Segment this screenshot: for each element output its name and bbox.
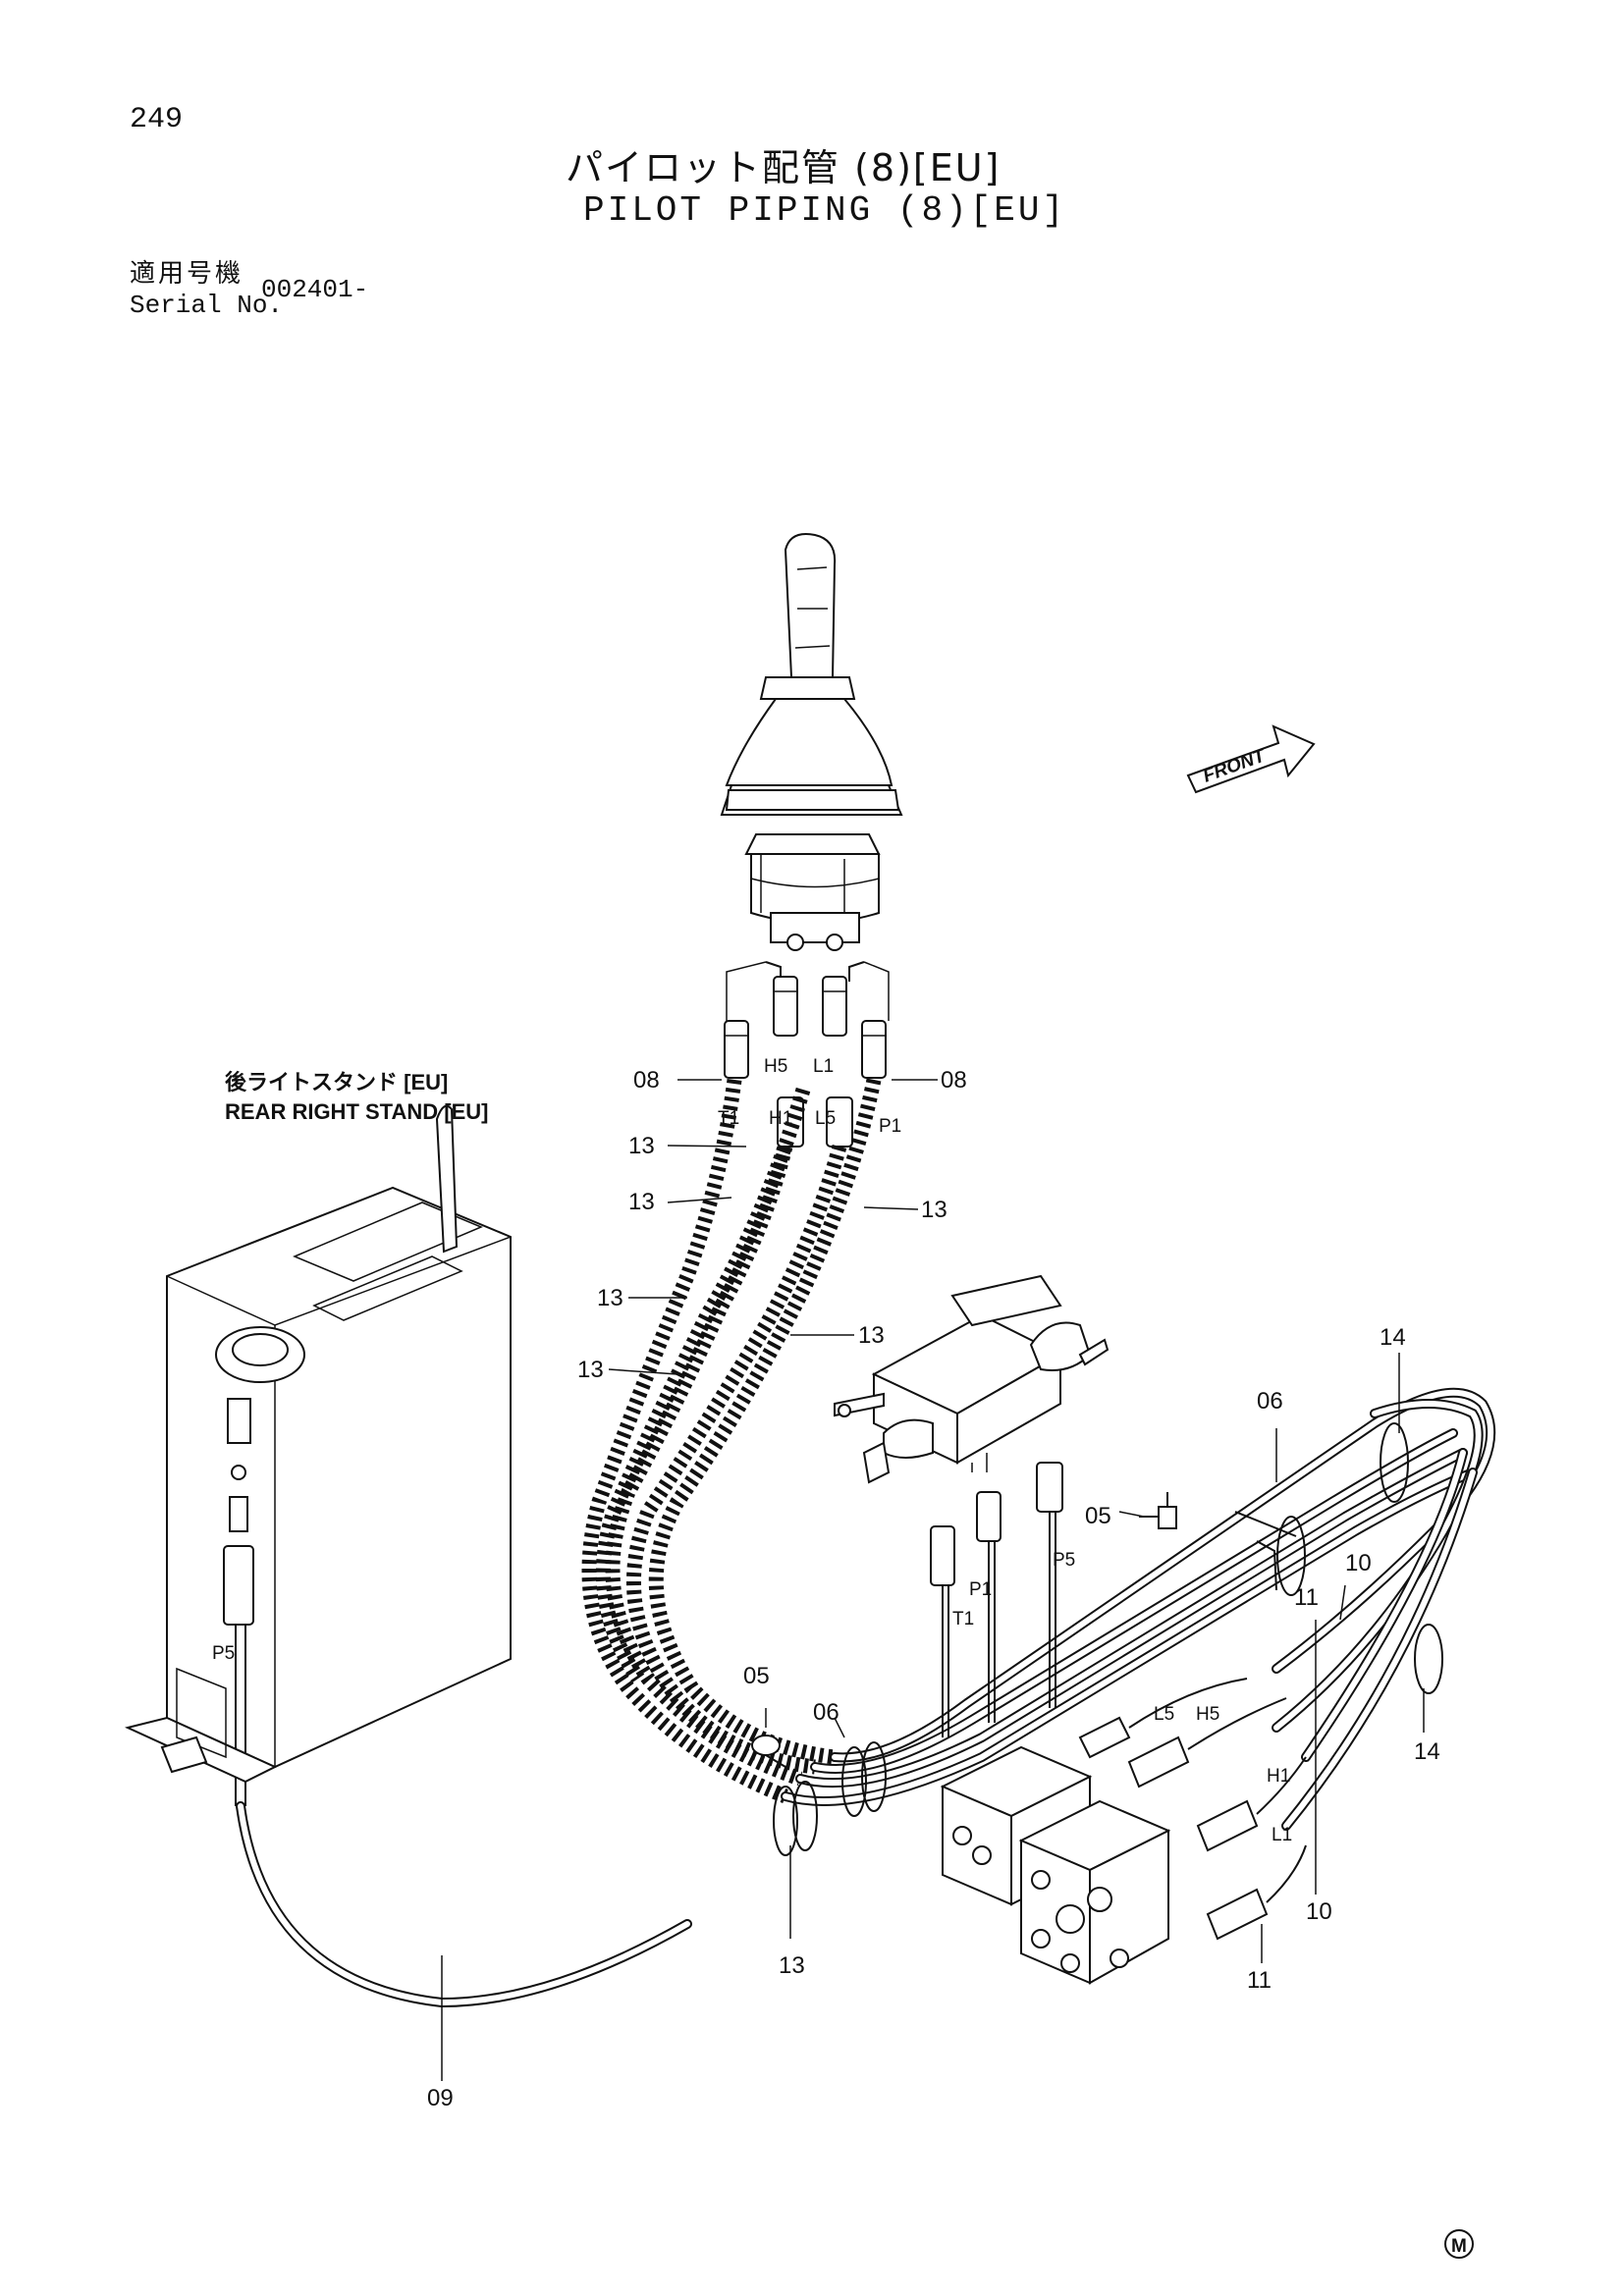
part-label-06: 06 bbox=[813, 1699, 839, 1726]
maker-mark-letter: M bbox=[1451, 2236, 1467, 2257]
shuttle-valve-fittings bbox=[930, 1462, 1063, 1737]
part-label-05: 05 bbox=[743, 1663, 770, 1689]
serial-number-value: 002401- bbox=[261, 275, 369, 304]
port-label-p1: P1 bbox=[879, 1116, 901, 1137]
part-label-13: 13 bbox=[779, 1952, 805, 1979]
part-label-13: 13 bbox=[858, 1322, 885, 1349]
page-number: 249 bbox=[130, 103, 184, 136]
page-title-jp: パイロット配管 (8)[EU] bbox=[566, 146, 1001, 189]
port-label-t1: T1 bbox=[718, 1108, 739, 1129]
part-label-08-right: 08 bbox=[941, 1067, 967, 1094]
port-label-l1: L1 bbox=[1272, 1825, 1292, 1845]
front-arrow-label: FRONT bbox=[1201, 745, 1270, 787]
part-label-13: 13 bbox=[628, 1189, 655, 1215]
page-title-en: PILOT PIPING (8)[EU] bbox=[583, 190, 1067, 231]
shuttle-valve-block bbox=[834, 1274, 1110, 1484]
valve-block-fittings bbox=[1078, 1678, 1307, 1941]
port-label-l5: L5 bbox=[1154, 1704, 1174, 1725]
serial-label-en: Serial No. bbox=[130, 291, 284, 320]
pilot-hoses-with-spiral-guard bbox=[581, 1078, 882, 1803]
part-label-06: 06 bbox=[1257, 1388, 1283, 1415]
pilot-valve-joystick bbox=[720, 533, 903, 951]
port-label-l5: L5 bbox=[815, 1108, 836, 1129]
part-label-13: 13 bbox=[597, 1285, 623, 1311]
part-label-13: 13 bbox=[921, 1197, 947, 1223]
port-label-t1: T1 bbox=[952, 1609, 974, 1629]
bolt-05-lower bbox=[751, 1735, 786, 1768]
part-label-09: 09 bbox=[427, 2085, 454, 2111]
port-label-h5: H5 bbox=[764, 1056, 787, 1077]
part-label-14: 14 bbox=[1380, 1324, 1406, 1351]
hose-clamps bbox=[773, 1422, 1443, 1856]
front-arrow: FRONT bbox=[1186, 724, 1316, 794]
maker-mark: M bbox=[1444, 2229, 1474, 2259]
port-label-p5: P5 bbox=[1053, 1550, 1075, 1571]
part-label-13: 13 bbox=[577, 1357, 604, 1383]
part-label-13: 13 bbox=[628, 1133, 655, 1159]
leader-lines bbox=[441, 1079, 1425, 2081]
port-label-h5: H5 bbox=[1196, 1704, 1219, 1725]
part-label-10: 10 bbox=[1345, 1550, 1372, 1576]
port-label-p1: P1 bbox=[969, 1579, 992, 1600]
part-label-08-left: 08 bbox=[633, 1067, 660, 1094]
part-label-11: 11 bbox=[1294, 1584, 1319, 1611]
rear-right-stand bbox=[124, 1104, 512, 1806]
part-label-14: 14 bbox=[1414, 1738, 1440, 1765]
stand-label-jp: 後ライトスタンド [EU] bbox=[225, 1070, 448, 1095]
port-label-h1: H1 bbox=[1267, 1766, 1290, 1787]
hose-09 bbox=[236, 1801, 692, 2008]
part-label-05: 05 bbox=[1085, 1503, 1111, 1529]
bolt-05-upper bbox=[1139, 1492, 1177, 1529]
part-label-10: 10 bbox=[1306, 1898, 1332, 1925]
serial-label-jp: 適用号機 bbox=[130, 259, 244, 289]
part-label-11: 11 bbox=[1247, 1967, 1272, 1994]
port-label-l1: L1 bbox=[813, 1056, 834, 1077]
port-label-h1: H1 bbox=[769, 1108, 792, 1129]
pilot-valve-port-fittings bbox=[724, 961, 890, 1148]
control-valve-blocks bbox=[940, 1745, 1171, 1985]
port-label-p5: P5 bbox=[212, 1643, 235, 1664]
stand-label-en: REAR RIGHT STAND [EU] bbox=[225, 1099, 488, 1124]
